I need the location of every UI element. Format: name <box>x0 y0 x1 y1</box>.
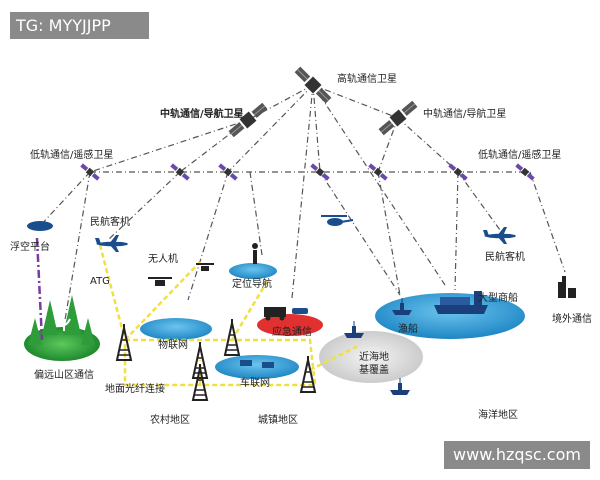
emergency-zone <box>257 314 323 336</box>
overseas-building-icon <box>558 276 576 298</box>
offshore-label-line2: 基覆盖 <box>359 363 389 376</box>
drone-icon <box>148 277 172 286</box>
high-orbit-label: 高轨通信卫星 <box>337 72 397 85</box>
satellite-dish-icon <box>57 318 71 331</box>
mid-orbit-satellite-left-icon <box>226 100 270 140</box>
cell-tower-icon <box>224 318 240 356</box>
fishing-boat-icon <box>343 320 365 339</box>
low-orbit-satellite-icon <box>514 162 536 182</box>
mid-orbit-left-label: 中轨通信/导航卫星 <box>160 107 244 120</box>
forest-icon <box>28 295 95 345</box>
floating-platform-icon <box>27 221 53 231</box>
positioning-label: 定位导航 <box>232 277 272 290</box>
person-icon <box>252 243 258 264</box>
mid-orbit-right-label: 中轨通信/导航卫星 <box>423 107 506 120</box>
fiber-label: 地面光纤连接 <box>105 382 165 395</box>
offshore-coverage-zone <box>319 331 423 383</box>
overseas-label: 境外通信 <box>552 312 592 325</box>
civil-aircraft-left-label: 民航客机 <box>90 215 130 228</box>
cell-tower-icon <box>116 323 132 361</box>
vehicle-icon <box>240 360 274 368</box>
drone-icon <box>196 263 214 271</box>
large-ship-label: 大型商船 <box>478 291 518 304</box>
offshore-label-line1: 近海地 <box>359 350 389 363</box>
floating-platform-label: 浮空平台 <box>10 240 50 253</box>
iot-label: 物联网 <box>158 338 188 351</box>
remote-area-label: 偏远山区通信 <box>34 368 94 381</box>
atg-label: ATG <box>90 276 110 287</box>
iot-zone <box>140 318 212 340</box>
high-orbit-satellite-icon <box>292 64 334 106</box>
emergency-truck-icon <box>264 307 286 321</box>
vehicle-network-zone <box>215 355 299 379</box>
satellite-links <box>37 84 566 321</box>
site-watermark: www.hzqsc.com <box>444 441 590 469</box>
low-orbit-right-label: 低轨通信/遥感卫星 <box>478 148 561 161</box>
platform-link <box>35 237 44 341</box>
telegram-watermark: TG: MYYJJPP <box>10 12 149 39</box>
drone-label: 无人机 <box>148 252 178 265</box>
fishing-boat-label: 渔船 <box>398 322 418 335</box>
ground-links <box>98 244 361 387</box>
positioning-zone <box>229 263 277 279</box>
vehicle-network-label: 车联网 <box>240 376 270 389</box>
civil-aircraft-right-label: 民航客机 <box>485 250 525 263</box>
ocean-region-label: 海洋地区 <box>478 408 518 421</box>
low-orbit-left-label: 低轨通信/遥感卫星 <box>30 148 113 161</box>
emergency-label: 应急通信 <box>272 325 312 338</box>
rural-region-label: 农村地区 <box>150 413 190 426</box>
low-orbit-satellite-icon <box>79 162 101 182</box>
mid-orbit-satellite-right-icon <box>376 98 420 138</box>
helicopter-icon <box>321 215 354 226</box>
ocean-zone <box>375 293 525 339</box>
urban-region-label: 城镇地区 <box>258 413 298 426</box>
cargo-ship-icon <box>434 291 488 314</box>
car-icon <box>292 308 308 314</box>
